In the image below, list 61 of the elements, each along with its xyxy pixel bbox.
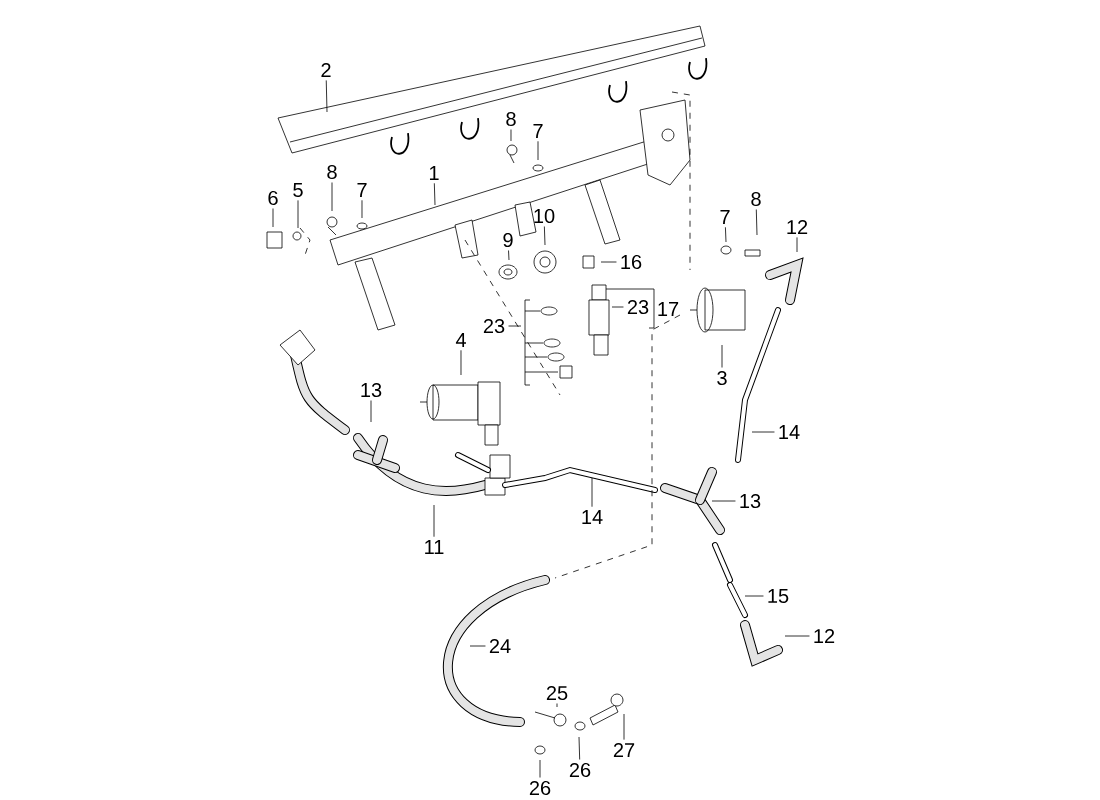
leader-line bbox=[331, 182, 333, 212]
leader-line bbox=[460, 349, 462, 376]
callout-number: 4 bbox=[455, 333, 466, 347]
leader-line bbox=[591, 477, 593, 508]
leader-line bbox=[469, 645, 486, 647]
leader-line bbox=[796, 237, 798, 253]
leader-line bbox=[361, 199, 363, 219]
callout-number: 23 bbox=[483, 318, 505, 334]
callout-number: 12 bbox=[814, 629, 835, 643]
leader-line bbox=[272, 208, 274, 228]
leader-line bbox=[751, 431, 775, 433]
callout-number: 16 bbox=[621, 254, 642, 270]
leader-line bbox=[297, 200, 299, 229]
callout-number: 8 bbox=[327, 164, 337, 180]
leader-line bbox=[433, 182, 436, 206]
callout-number: 7 bbox=[720, 210, 730, 224]
callout-number: 8 bbox=[751, 191, 761, 207]
callout-number: 6 bbox=[268, 190, 278, 206]
leader-line bbox=[600, 261, 617, 263]
callout-number: 11 bbox=[425, 540, 444, 554]
leader-line bbox=[784, 635, 810, 637]
callout-number: 24 bbox=[489, 639, 511, 653]
callout-number: 25 bbox=[546, 685, 568, 701]
callout-number: 5 bbox=[293, 183, 303, 197]
callout-number: 2 bbox=[321, 63, 331, 77]
callout-number: 17 bbox=[658, 302, 679, 316]
callout-number: 8 bbox=[506, 111, 516, 127]
callout-number: 26 bbox=[569, 762, 591, 778]
callout-number: 14 bbox=[582, 510, 603, 524]
leader-line bbox=[578, 736, 581, 760]
callout-number: 27 bbox=[613, 743, 635, 757]
leader-line bbox=[611, 306, 624, 308]
callout-number: 13 bbox=[361, 382, 382, 398]
callout-number: 7 bbox=[357, 183, 367, 197]
callout-number: 26 bbox=[529, 780, 551, 796]
leader-line bbox=[711, 500, 736, 502]
leader-line bbox=[325, 80, 328, 113]
callout-number: 7 bbox=[533, 124, 543, 138]
leader-line bbox=[755, 209, 758, 236]
leader-line bbox=[556, 703, 558, 708]
callout-number: 3 bbox=[717, 370, 727, 386]
leader-line bbox=[508, 250, 510, 261]
leader-line bbox=[510, 129, 512, 142]
leader-line bbox=[623, 713, 625, 741]
callout-number: 23 bbox=[627, 299, 649, 315]
callout-number: 14 bbox=[779, 425, 800, 439]
leader-line bbox=[543, 226, 546, 246]
leader-line bbox=[725, 226, 727, 243]
callout-number: 9 bbox=[503, 232, 513, 248]
callout-number: 1 bbox=[430, 166, 439, 180]
leader-line bbox=[433, 504, 435, 538]
leader-line bbox=[721, 344, 723, 368]
callout-number: 12 bbox=[787, 220, 808, 234]
callout-number: 13 bbox=[740, 493, 761, 509]
leader-line bbox=[537, 140, 539, 161]
callout-number: 15 bbox=[768, 589, 789, 603]
leader-line bbox=[539, 759, 541, 778]
callout-number: 10 bbox=[534, 208, 555, 224]
leader-line bbox=[508, 325, 522, 327]
leader-line bbox=[744, 595, 764, 597]
leader-line bbox=[370, 400, 372, 423]
